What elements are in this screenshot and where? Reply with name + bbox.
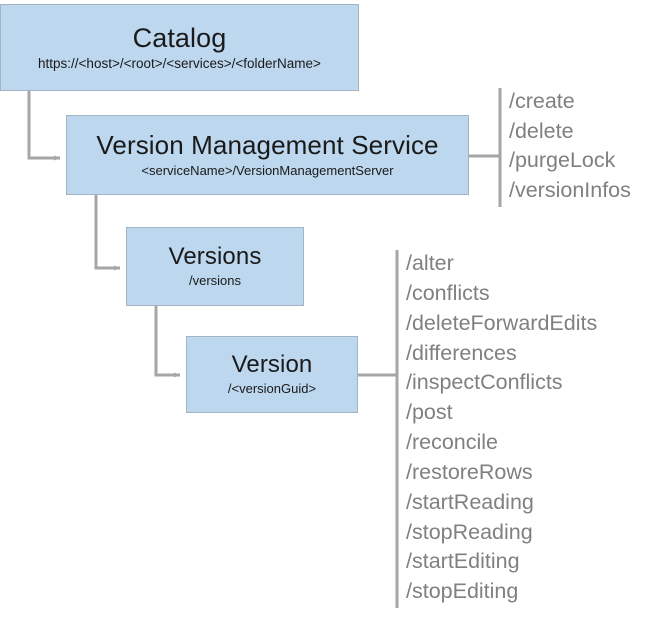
node-version-management-service[interactable]: Version Management Service <serviceName>…	[66, 115, 469, 195]
operation-item[interactable]: /purgeLock	[509, 148, 616, 173]
node-version-management-service-subtitle: <serviceName>/VersionManagementServer	[141, 162, 394, 178]
operation-item[interactable]: /alter	[406, 251, 454, 275]
node-version[interactable]: Version /<versionGuid>	[186, 336, 358, 413]
operation-item[interactable]: /reconcile	[406, 430, 499, 455]
connector-versions-to-version	[154, 306, 181, 378]
node-catalog-title: Catalog	[132, 23, 227, 54]
operation-item[interactable]: /conflicts	[406, 280, 490, 305]
node-catalog[interactable]: Catalog https://<host>/<root>/<services>…	[0, 4, 359, 91]
connector-catalog-to-service	[27, 91, 61, 161]
node-catalog-subtitle: https://<host>/<root>/<services>/<folder…	[38, 56, 321, 72]
operation-item[interactable]: /create	[509, 89, 575, 113]
operation-item[interactable]: /inspectConflicts	[406, 370, 563, 395]
operation-item[interactable]: /deleteForwardEdits	[406, 310, 598, 335]
operation-item[interactable]: /startEditing	[406, 549, 520, 574]
version-operation-list: /alter /conflicts /deleteForwardEdits /d…	[406, 249, 597, 607]
operation-item[interactable]: /stopEditing	[406, 579, 519, 604]
node-version-management-service-title: Version Management Service	[96, 130, 439, 161]
operation-item[interactable]: /restoreRows	[406, 459, 533, 484]
operation-item[interactable]: /startReading	[406, 489, 534, 514]
operation-item[interactable]: /delete	[509, 118, 574, 143]
operation-item[interactable]: /versionInfos	[509, 177, 631, 202]
node-versions-subtitle: /versions	[188, 272, 242, 288]
node-versions-title: Versions	[168, 243, 262, 271]
node-version-title: Version	[231, 351, 313, 379]
connector-service-to-versions	[94, 195, 121, 271]
node-version-subtitle: /<versionGuid>	[227, 380, 317, 396]
node-versions[interactable]: Versions /versions	[126, 227, 304, 306]
operation-item[interactable]: /differences	[406, 340, 517, 365]
service-operation-list: /create /delete /purgeLock /versionInfos	[509, 87, 631, 205]
operation-item[interactable]: /post	[406, 400, 453, 425]
operation-item[interactable]: /stopReading	[406, 519, 533, 544]
